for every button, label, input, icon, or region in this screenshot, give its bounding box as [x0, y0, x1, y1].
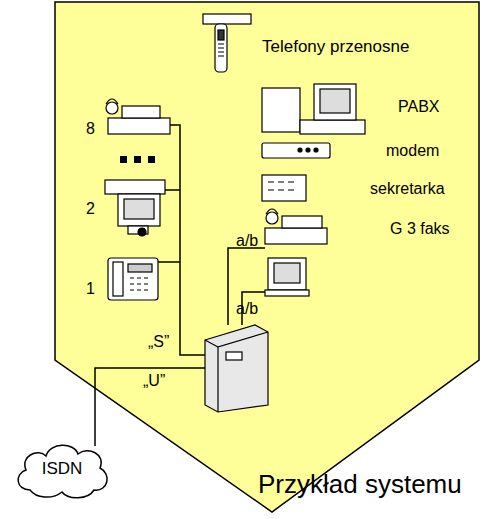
answering-machine	[262, 175, 306, 201]
interface-label: „U”	[143, 372, 165, 390]
workstation	[105, 180, 165, 236]
interface-label: „S”	[148, 333, 169, 351]
device-label: Telefony przenosne	[262, 38, 409, 57]
fax-machine	[265, 209, 327, 244]
node-text: ISDN	[12, 459, 112, 479]
interface-label: a/b	[236, 232, 258, 250]
device-label: G 3 faks	[390, 220, 450, 238]
modem-device	[262, 143, 330, 158]
callout-number: 8	[86, 120, 95, 138]
callout-number: 2	[86, 200, 95, 218]
telephone	[108, 258, 158, 300]
cordless-phone	[203, 14, 251, 72]
diagram-title: Przykład systemu	[258, 470, 462, 499]
computer-monitor	[265, 258, 309, 296]
more-dots	[120, 156, 155, 163]
interface-label: a/b	[236, 300, 258, 318]
computer-terminal	[106, 99, 170, 134]
pabx-unit	[262, 84, 365, 134]
callout-number: 1	[86, 280, 95, 298]
network-terminal	[205, 325, 268, 412]
device-label: PABX	[398, 98, 440, 116]
system-area	[55, 2, 479, 512]
network-cloud: ISDN	[12, 438, 112, 500]
device-label: sekretarka	[370, 180, 445, 198]
device-label: modem	[386, 142, 439, 160]
